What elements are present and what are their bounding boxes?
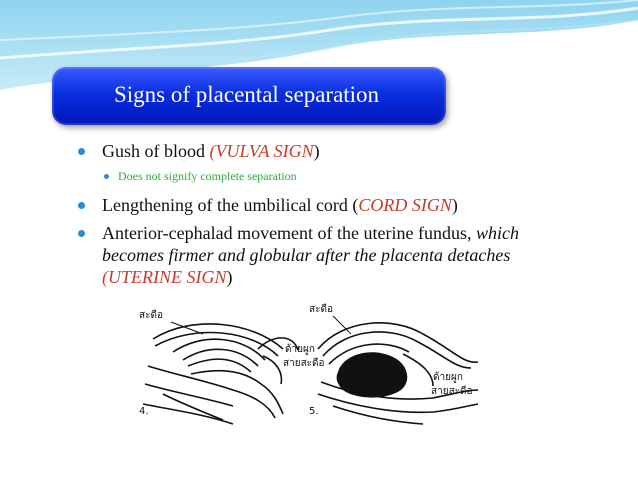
label-number-4: 4. <box>139 406 149 417</box>
bullet-dot-icon <box>78 230 85 237</box>
label-number-5: 5. <box>309 406 319 417</box>
bullet-cord-sign: Lengthening of the umbilical cord (CORD … <box>74 194 594 216</box>
bullet-vulva-sign: Gush of blood (VULVA SIGN) <box>74 140 594 162</box>
bullet-list: Gush of blood (VULVA SIGN) Does not sign… <box>74 140 594 288</box>
placenta-dark-shape <box>336 352 408 398</box>
label-navel-right: สะดือ <box>309 303 333 315</box>
bullet-dot-icon <box>78 202 85 209</box>
bullet-uterine-sign: Anterior-cephalad movement of the uterin… <box>74 222 594 288</box>
vulva-sign-text: (VULVA SIGN <box>209 141 314 161</box>
label-thread-right-2: สายสะดือ <box>431 385 473 397</box>
label-thread-left-2: สายสะดือ <box>283 357 325 369</box>
bullet-text: Lengthening of the umbilical cord ( <box>102 195 359 215</box>
placenta-illustration: สะดือ ด้ายผูก สายสะดือ 4. สะดือ ด้ายผูก … <box>133 294 485 429</box>
sub-bullet-dot-icon <box>104 174 109 179</box>
bullet-text-end: ) <box>451 195 458 215</box>
bullet-text: Gush of blood <box>102 141 210 161</box>
bullet-italic-text: becomes firmer and globular after the pl… <box>102 245 511 265</box>
bullet-italic-text: which <box>476 223 520 243</box>
label-thread-right-1: ด้ายผูก <box>433 371 463 383</box>
label-navel-left: สะดือ <box>139 309 163 321</box>
bullet-text: Anterior-cephalad movement of the uterin… <box>102 223 477 243</box>
bullet-dot-icon <box>78 148 85 155</box>
uterine-sign-text: (UTERINE SIGN <box>102 267 227 287</box>
sub-bullet-note: Does not signify complete separation <box>74 168 594 184</box>
label-thread-left-1: ด้ายผูก <box>285 343 315 355</box>
panel-4-drawing <box>142 323 299 425</box>
title-box: Signs of placental separation <box>52 67 446 125</box>
slide-title: Signs of placental separation <box>114 82 380 107</box>
sub-bullet-text: Does not signify complete separation <box>118 169 297 183</box>
cord-sign-text: CORD SIGN <box>358 195 452 215</box>
bullet-text-end: ) <box>313 141 320 161</box>
bullet-text-end: ) <box>226 267 233 287</box>
